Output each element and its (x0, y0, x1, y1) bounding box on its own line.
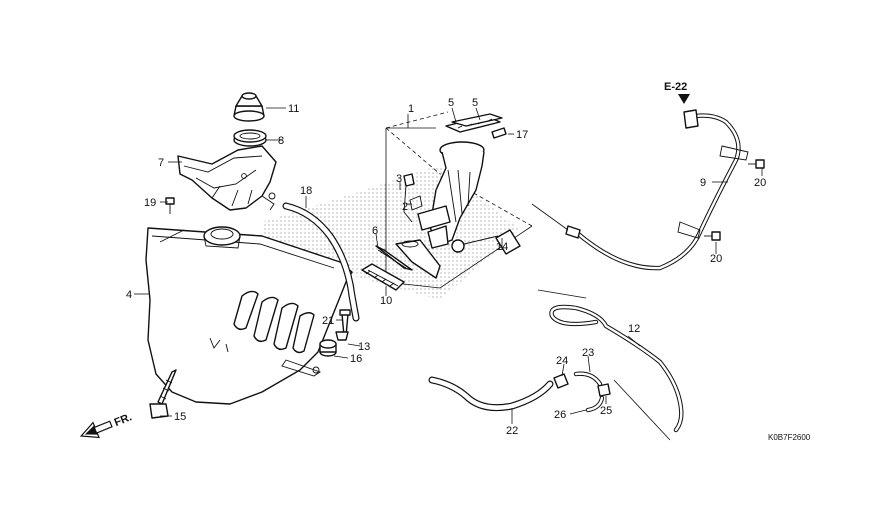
gasket-10[interactable] (361, 263, 405, 291)
fuel-pump-outline (385, 111, 533, 289)
fuel-pump-body[interactable] (409, 141, 485, 249)
packing-6[interactable] (375, 245, 413, 271)
bolt-20-lower[interactable] (704, 231, 721, 241)
clip-25[interactable] (597, 383, 611, 397)
bolt-20-upper[interactable] (748, 159, 765, 169)
callout-12: 12 (628, 323, 640, 335)
callout-1: 1 (408, 103, 414, 115)
callout-13: 13 (358, 341, 370, 353)
callout-23: 23 (582, 347, 594, 359)
callout-5b: 5 (472, 97, 478, 109)
joint-24[interactable] (553, 373, 569, 389)
callout-19: 19 (144, 197, 156, 209)
drain-bolt[interactable] (149, 369, 177, 419)
drawing-code: K0B7F2600 (768, 433, 811, 442)
callout-21: 21 (322, 315, 334, 327)
tank-ribs (233, 290, 315, 354)
breather-hose-18[interactable] (282, 202, 360, 322)
rubber-16[interactable] (319, 339, 337, 357)
strainer[interactable] (403, 173, 415, 223)
callout-6: 6 (372, 225, 378, 237)
callout-10: 10 (380, 295, 392, 307)
callout-7: 7 (158, 157, 164, 169)
front-direction-label: FR. (113, 411, 134, 429)
callout-16: 16 (350, 353, 362, 365)
filler-seal[interactable] (233, 129, 267, 147)
collar-13[interactable] (335, 331, 349, 341)
pump-base-plate (395, 239, 441, 279)
callout-15: 15 (174, 411, 186, 423)
nut-17[interactable] (491, 127, 507, 139)
callout-2: 2 (402, 201, 408, 213)
callout-3: 3 (396, 173, 402, 185)
front-arrow-icon: FR. (79, 411, 134, 439)
hose-22[interactable] (428, 376, 554, 412)
callout-5a: 5 (448, 97, 454, 109)
breather-hose-12[interactable] (549, 304, 684, 433)
callout-9: 9 (700, 177, 706, 189)
float-sender[interactable] (451, 229, 521, 255)
reference-arrow-icon (678, 94, 690, 104)
leader-lines (134, 107, 763, 424)
tube-23[interactable] (573, 371, 603, 387)
set-plate[interactable] (445, 113, 503, 133)
callout-25: 25 (600, 405, 612, 417)
tank-bracket[interactable] (177, 145, 277, 211)
callout-18: 18 (300, 185, 312, 197)
callout-14: 14 (496, 241, 508, 253)
callout-17: 17 (516, 129, 528, 141)
callout-20b: 20 (710, 253, 722, 265)
callout-26: 26 (554, 409, 566, 421)
callout-8: 8 (278, 135, 284, 147)
callout-24: 24 (556, 355, 568, 367)
callout-4: 4 (126, 289, 132, 301)
callout-20a: 20 (754, 177, 766, 189)
fuel-cap[interactable] (233, 92, 265, 122)
reference-label: E-22 (664, 81, 687, 93)
callouts: 1 2 3 4 5 5 6 7 8 9 10 11 12 13 14 15 16… (126, 81, 811, 442)
bolt-19[interactable] (165, 197, 175, 214)
fuel-feed-hose[interactable] (565, 109, 749, 271)
callout-11: 11 (288, 103, 299, 115)
callout-22: 22 (506, 425, 518, 437)
fuel-tank[interactable] (145, 226, 353, 405)
tube-26[interactable] (585, 395, 605, 413)
